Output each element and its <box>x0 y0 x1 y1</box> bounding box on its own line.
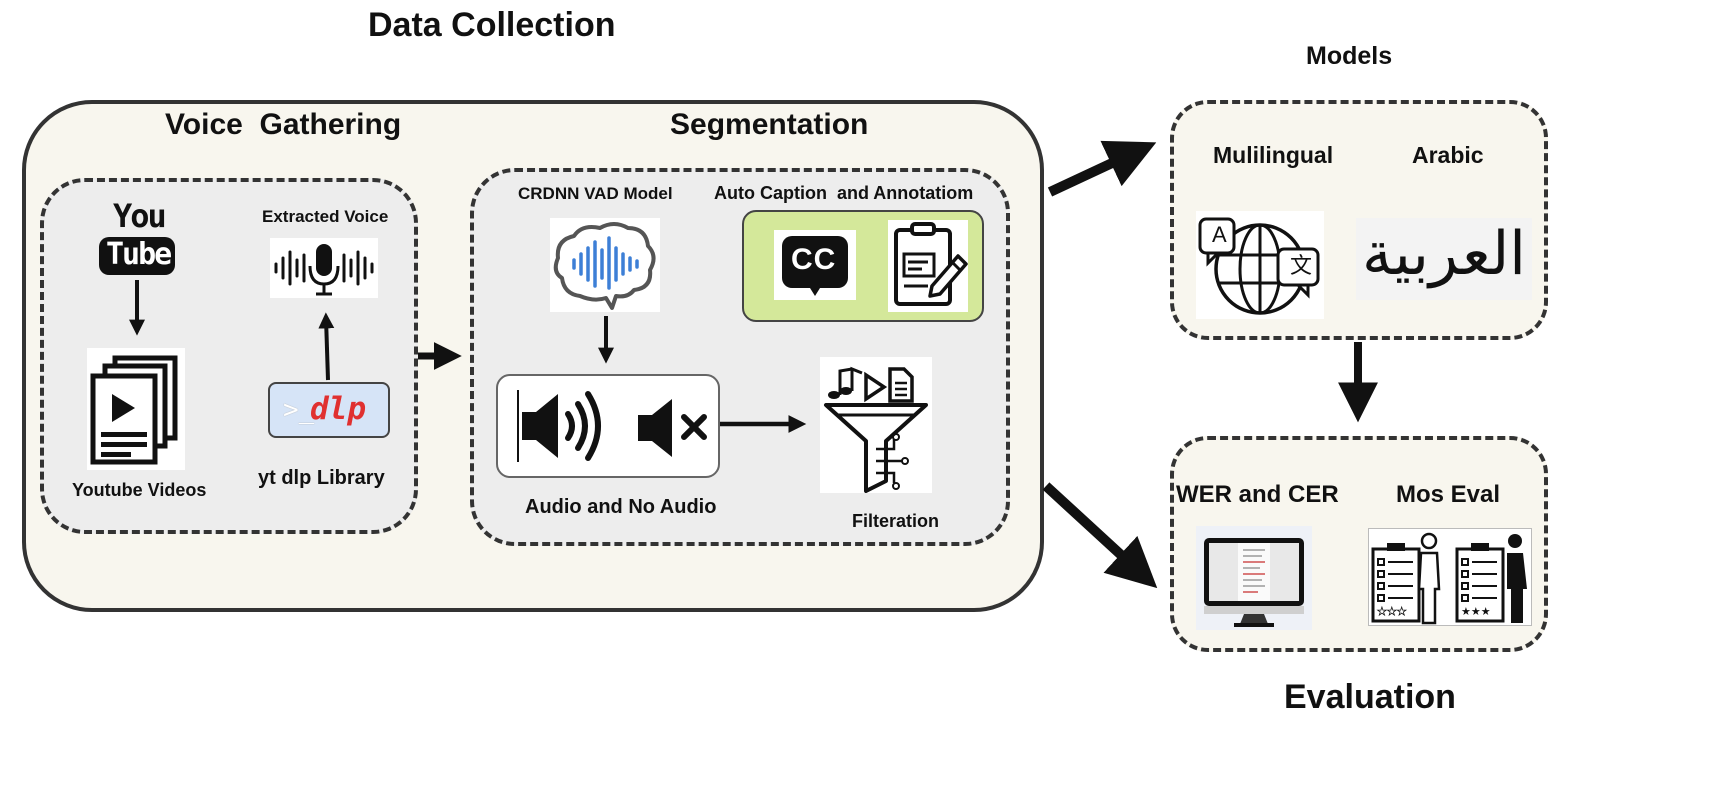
annotation-tile <box>888 220 968 312</box>
youtube-videos-label: Youtube Videos <box>72 480 207 500</box>
crdnn-label: CRDNN VAD Model <box>518 184 673 203</box>
speaker-mute-icon <box>638 399 707 457</box>
voice-gathering-title: Voice Gathering <box>165 108 402 141</box>
youtube-logo-bottom: Tube <box>106 237 172 272</box>
arabic-label: Arabic <box>1412 142 1484 168</box>
arabic-tile <box>1356 218 1532 300</box>
extracted-voice-label: Extracted Voice <box>262 207 389 226</box>
models-title: Models <box>1306 42 1393 70</box>
multilingual-tile <box>1196 211 1324 319</box>
data-collection-title: Data Collection <box>368 6 616 44</box>
youtube-logo-top: You <box>113 197 167 235</box>
youtube-logo-badge <box>99 237 175 275</box>
translate-glyph-a: A <box>1212 222 1227 247</box>
mos-eval-tile: ★★★ ★★★ <box>1368 528 1532 626</box>
microphone-waveform-icon <box>274 244 374 296</box>
globe-translate-icon <box>1198 217 1320 315</box>
monitor-document-icon <box>1204 538 1304 627</box>
mos-eval-label: Mos Eval <box>1396 481 1501 508</box>
yt-dlp-badge <box>268 382 390 438</box>
cc-tile <box>774 230 856 300</box>
filteration-label: Filteration <box>852 511 940 531</box>
yt-dlp-library-label: yt dlp Library <box>258 467 385 489</box>
filter-funnel-icon <box>824 366 928 493</box>
clipboard-pencil-icon <box>894 222 968 306</box>
evaluation-title: Evaluation <box>1284 678 1456 716</box>
video-stack-tile <box>87 348 185 470</box>
dlp-name: dlp <box>310 391 366 427</box>
multilingual-label: Mulilingual <box>1213 142 1334 168</box>
voice-mic-tile <box>270 238 378 298</box>
arrow-to-evaluation <box>1042 482 1158 589</box>
auto-caption-label: Auto Caption and Annotatiom <box>714 183 974 203</box>
arrow-dlp-to-voice <box>318 312 335 381</box>
filter-tile <box>820 357 932 493</box>
dlp-prompt: >_ <box>283 395 315 425</box>
svg-text:★★★: ★★★ <box>1377 605 1407 618</box>
cc-badge-text: CC <box>791 243 837 276</box>
video-files-icon <box>90 355 178 465</box>
monitor-tile <box>1196 526 1312 630</box>
arabic-script: العربية <box>1362 219 1526 289</box>
audio-no-audio-label: Audio and No Audio <box>525 496 717 518</box>
brain-tile <box>550 218 660 312</box>
closed-caption-icon <box>782 236 848 296</box>
translate-glyph-b: 文 <box>1290 253 1313 278</box>
brain-waveform-icon <box>553 222 656 310</box>
wer-cer-label: WER and CER <box>1176 481 1339 508</box>
segmentation-title: Segmentation <box>670 108 869 141</box>
svg-text:★★★: ★★★ <box>1461 605 1491 618</box>
survey-rating-icon: ★★★ ★★★ <box>1371 532 1527 625</box>
speaker-on-icon <box>517 390 601 462</box>
arrow-to-models <box>1047 140 1157 197</box>
